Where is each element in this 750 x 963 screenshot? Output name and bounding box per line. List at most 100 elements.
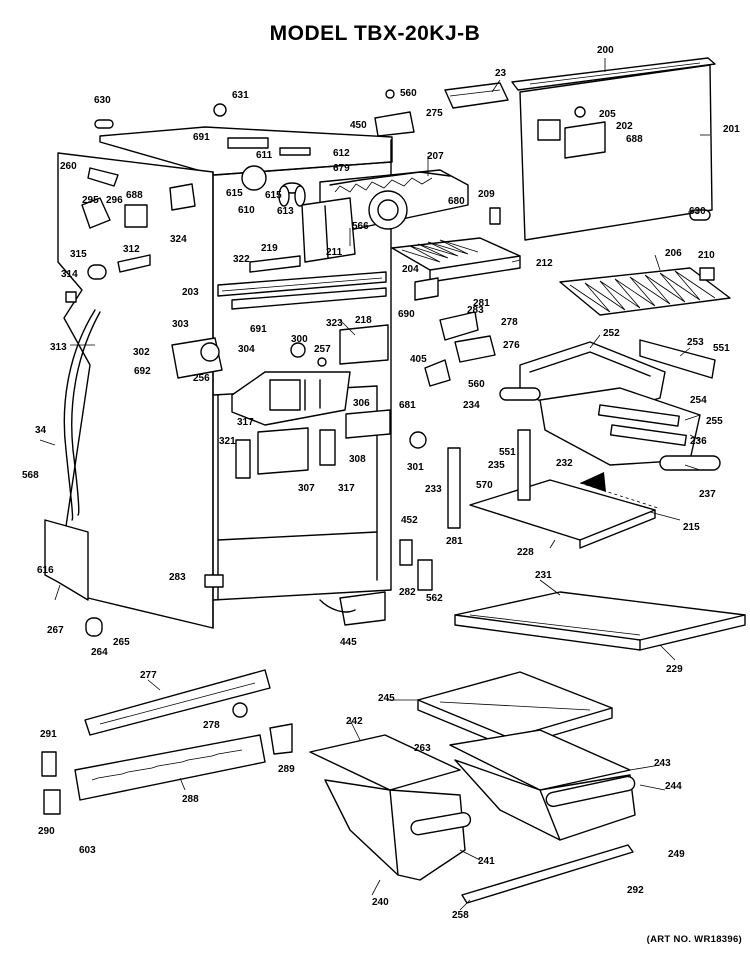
part-label: 688	[126, 190, 143, 201]
control-housing-306	[171, 324, 427, 479]
part-label: 680	[448, 196, 465, 207]
cantilever-shelf-228	[399, 429, 659, 591]
part-label: 255	[706, 416, 723, 427]
part-label: 630	[689, 206, 706, 217]
part-label: 562	[426, 593, 443, 604]
small-parts	[65, 89, 715, 637]
part-label: 205	[599, 109, 616, 120]
part-label: 560	[468, 379, 485, 390]
leader-lines	[39, 58, 710, 911]
part-label: 612	[333, 148, 350, 159]
art-number: (ART NO. WR18396)	[646, 934, 742, 945]
part-label: 292	[627, 885, 644, 896]
part-label: 290	[38, 826, 55, 837]
part-label: 450	[350, 120, 367, 131]
part-label: 307	[298, 483, 315, 494]
part-label: 314	[61, 269, 78, 280]
part-label: 233	[425, 484, 442, 495]
part-label: 688	[626, 134, 643, 145]
part-label: 265	[113, 637, 130, 648]
part-label: 237	[699, 489, 716, 500]
part-label: 301	[407, 462, 424, 473]
part-label: 236	[690, 436, 707, 447]
part-label: 692	[134, 366, 151, 377]
part-label: 631	[232, 90, 249, 101]
diagram-title: MODEL TBX-20KJ-B	[269, 22, 481, 45]
part-label: 210	[698, 250, 715, 261]
part-label: 303	[172, 319, 189, 330]
part-label: 295	[82, 195, 99, 206]
part-label: 291	[40, 729, 57, 740]
part-label: 278	[501, 317, 518, 328]
part-label: 254	[690, 395, 707, 406]
part-label: 616	[37, 565, 54, 576]
part-label: 240	[372, 897, 389, 908]
part-label: 568	[22, 470, 39, 481]
part-label: 615	[265, 190, 282, 201]
part-label: 231	[535, 570, 552, 581]
part-label: 405	[410, 354, 427, 365]
part-label: 691	[193, 132, 210, 143]
part-label: 452	[401, 515, 418, 526]
part-label: 551	[499, 447, 516, 458]
part-label: 308	[349, 454, 366, 465]
part-label: 277	[140, 670, 157, 681]
part-label: 209	[478, 189, 495, 200]
part-label: 300	[291, 334, 308, 345]
part-label: 289	[278, 764, 295, 775]
part-label: 304	[238, 344, 255, 355]
part-label: 312	[123, 244, 140, 255]
part-label: 278	[203, 720, 220, 731]
part-label: 691	[250, 324, 267, 335]
part-label: 34	[35, 425, 47, 436]
part-label: 321	[219, 436, 236, 447]
part-label: 211	[326, 247, 343, 258]
part-label: 200	[597, 45, 614, 56]
part-label: 23	[495, 68, 507, 79]
part-label: 288	[182, 794, 199, 805]
part-label: 610	[238, 205, 255, 216]
part-label: 306	[353, 398, 370, 409]
part-label: 256	[193, 373, 210, 384]
part-label: 212	[536, 258, 553, 269]
part-label: 257	[314, 344, 331, 355]
glass-shelf-231	[454, 591, 746, 651]
part-label: 260	[60, 161, 77, 172]
part-label: 235	[488, 460, 505, 471]
part-label: 679	[333, 163, 350, 174]
part-label: 258	[452, 910, 469, 921]
part-label: 232	[556, 458, 573, 469]
crisper-cover-245	[417, 671, 613, 749]
part-label: 282	[399, 587, 416, 598]
wire-shelf-206	[559, 267, 731, 316]
part-label: 207	[427, 151, 444, 162]
part-label: 317	[237, 417, 254, 428]
part-label: 281	[446, 536, 463, 547]
part-label: 243	[654, 758, 671, 769]
part-label: 204	[402, 264, 419, 275]
part-label: 281	[473, 298, 490, 309]
part-label: 275	[426, 108, 443, 119]
part-label: 218	[355, 315, 372, 326]
part-label: 203	[182, 287, 199, 298]
part-label: 323	[326, 318, 343, 329]
evaporator-assembly	[227, 137, 469, 263]
part-label: 201	[723, 124, 740, 135]
freezer-shelf-212	[391, 237, 521, 283]
part-label: 296	[106, 195, 123, 206]
part-callouts: 200 23 630 631 560 275 205 202 201 688 4…	[22, 45, 740, 921]
part-label: 244	[665, 781, 682, 792]
part-label: 264	[91, 647, 108, 658]
part-label: 219	[261, 243, 278, 254]
part-label: 283	[169, 572, 186, 583]
part-label: 445	[340, 637, 357, 648]
part-label: 560	[400, 88, 417, 99]
part-label: 263	[414, 743, 431, 754]
freezer-door	[444, 57, 716, 241]
part-label: 313	[50, 342, 67, 353]
part-label: 249	[668, 849, 685, 860]
part-label: 317	[338, 483, 355, 494]
part-label: 570	[476, 480, 493, 491]
part-label: 603	[79, 845, 96, 856]
